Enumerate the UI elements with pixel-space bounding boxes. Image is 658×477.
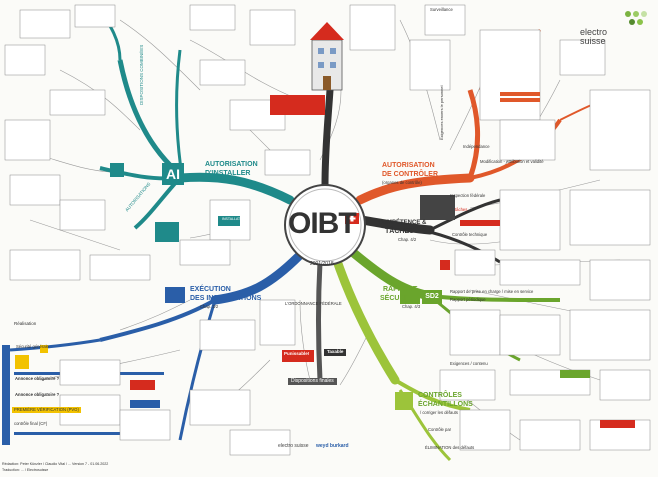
branch-ct-sub1 — [429, 198, 501, 232]
window-icon-3 — [318, 62, 324, 68]
ex-sub: Chap. 3/2 — [200, 304, 219, 309]
weydburkard-logo: weyd burkard — [316, 443, 349, 449]
accent-tiles — [15, 92, 635, 428]
branch-bottom-link — [316, 261, 323, 381]
securite-label: Sécurité générale — [16, 344, 49, 349]
electrosuisse-logo-right: electro suisse — [580, 27, 608, 47]
dispositions-finales: Dispositions finales — [288, 378, 337, 386]
taxable-badge: Taxable — [324, 349, 347, 356]
ce-title-2: ÉCHANTILLONS — [418, 401, 473, 408]
ordonnance-label: L'ORDONNANCE FÉDÉRALE — [285, 301, 342, 306]
branch-ce-sub1 — [393, 378, 471, 412]
branch-ce-link — [330, 250, 400, 385]
surveillance-label: Surveillance — [430, 7, 453, 12]
exigences-label: Exigences / contenu — [450, 361, 488, 366]
controle-final-label: contrôle final (CF) — [14, 421, 48, 426]
inspection-federale-label: Inspection fédérale — [450, 193, 486, 198]
building-roof-icon — [310, 22, 344, 40]
branch-ai-sub5 — [174, 49, 184, 177]
rs-sub: Chap. 4/3 — [402, 304, 421, 309]
premiere-verification: PREMIÈRE VÉRIFICATION (PVO) — [12, 407, 81, 414]
window-icon-4 — [330, 62, 336, 68]
ce-sub: / corriger les défauts — [420, 410, 458, 415]
branch-ac-sub1 — [467, 89, 480, 179]
ex-badge — [165, 287, 185, 303]
rapport-periodique-label: Rapport périodique — [450, 297, 486, 302]
ct-title-1: COMPÉTENCE & — [378, 220, 427, 226]
realisation-label: Réalisation — [14, 321, 37, 326]
punissable-badge: Punissable! — [284, 351, 310, 356]
branch-ai-sub1 — [117, 59, 184, 178]
elimination-label: ÉLIMINATION des défauts — [425, 445, 475, 450]
workflow-bar — [2, 345, 10, 445]
ac-title-2: DE CONTRÔLER — [382, 171, 438, 178]
workflow-line2 — [14, 432, 164, 435]
branch-ex-sub2 — [178, 299, 217, 441]
branch-ai-sub3 — [133, 178, 180, 230]
rs-title-1: RAPPORT — [383, 286, 418, 293]
window-icon — [318, 48, 324, 54]
modification-label: Modification - Attribution et validité — [480, 159, 544, 164]
rs-badge: SD2 — [422, 290, 442, 304]
annonce-1: Annonce obligatoire ? — [15, 376, 60, 381]
branch-top-link — [321, 86, 334, 189]
branch-ex-link — [210, 250, 305, 305]
branch-ac-link — [355, 173, 475, 205]
exigences-ouvrage-label: Exigences envers le personnel — [439, 85, 444, 140]
center-years: 2001/2018 — [310, 261, 334, 267]
dispositions-combinees-label: DISPOSITIONS COMBINÉES — [139, 44, 144, 105]
ce-title-1: CONTRÔLES — [418, 392, 462, 399]
ct-title-2: TÂCHES — [385, 228, 414, 235]
branch-ex-sub3 — [9, 338, 101, 352]
taches-label: tâches — [455, 207, 468, 212]
ex-title-2: DES INSTALLATIONS — [190, 295, 262, 302]
branch-ex-sub1 — [99, 298, 216, 342]
branch-rs-link — [345, 245, 435, 301]
footer-credits: Rédaction: Peter Künzler / Claudio Vital… — [2, 462, 109, 466]
rapport-prise-label: Rapport de prise en charge / mise en ser… — [450, 289, 534, 294]
ex-title-1: EXÉCUTION — [190, 286, 231, 293]
window-icon-2 — [330, 48, 336, 54]
annonce-2: Annonce obligatoire ? — [15, 392, 60, 397]
installation-label: INSTALLATION — [222, 217, 247, 221]
branch-rs-sub1 — [429, 294, 561, 302]
electrosuisse-logo-bottom: electro suisse — [278, 443, 309, 449]
footer-credits-2: Traduction: ... / Electrosuisse — [2, 468, 49, 472]
controle-technique-label: Contrôle technique — [452, 232, 488, 237]
controle-par-label: Contrôle par — [428, 427, 452, 432]
ai-title-2: D'INSTALLER — [205, 170, 251, 177]
branch-ai-link — [175, 172, 295, 205]
ai-badge: AI — [162, 163, 184, 185]
swiss-cross-h — [348, 217, 356, 220]
electrosuisse-dots-icon — [625, 11, 647, 25]
ac-title-1: AUTORISATION — [382, 162, 435, 169]
ce-badge — [395, 392, 413, 410]
ct-sub: Chap. 4/2 — [398, 237, 417, 242]
independance-label: Indépendance — [463, 144, 490, 149]
ai-title-1: AUTORISATION — [205, 161, 258, 168]
center-ring — [288, 188, 362, 262]
center-title: OIBT — [288, 207, 357, 240]
tiles — [4, 4, 651, 456]
rs-title-2: SÉCURITÉ — [380, 295, 416, 302]
ac-sub: (organes de contrôle) — [382, 180, 422, 185]
door-icon — [323, 76, 331, 90]
branch-ct-link — [357, 215, 435, 235]
